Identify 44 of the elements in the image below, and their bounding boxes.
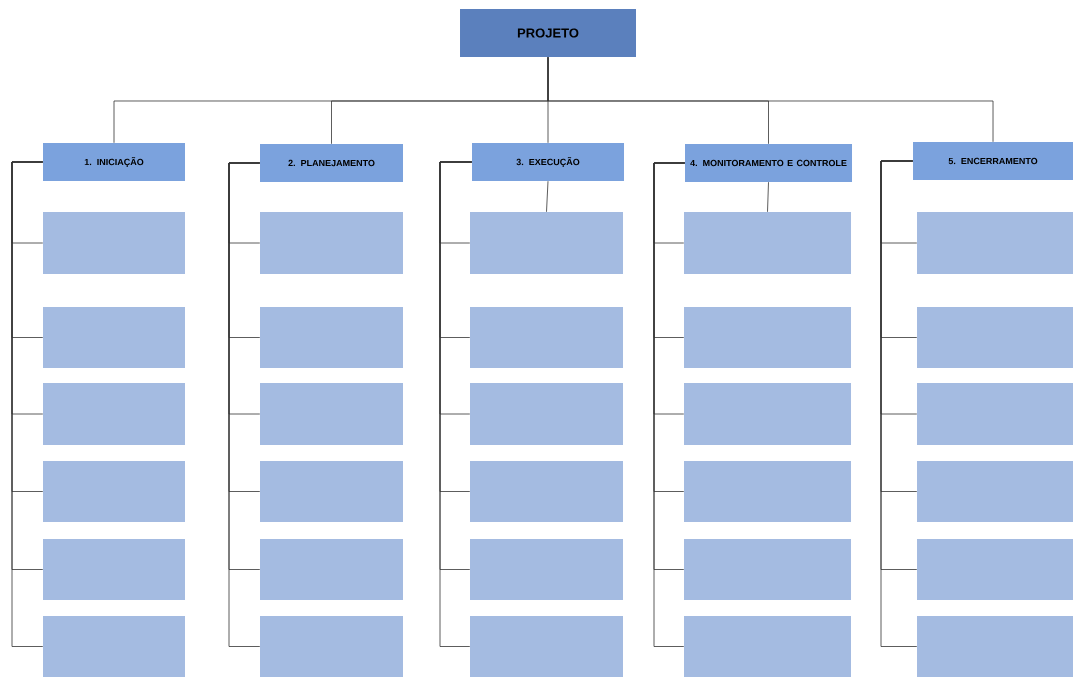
task-box bbox=[43, 539, 185, 600]
task-box bbox=[684, 307, 851, 368]
connector-line bbox=[880, 160, 918, 647]
task-box bbox=[470, 212, 623, 274]
connector-line bbox=[653, 162, 686, 647]
title-box: PROJETO bbox=[460, 9, 636, 57]
task-box bbox=[43, 307, 185, 368]
connector-line bbox=[547, 56, 994, 143]
connector-line bbox=[546, 180, 549, 213]
phase-box: 3. EXECUÇÃO bbox=[472, 143, 624, 181]
task-box bbox=[470, 616, 623, 677]
connector-line bbox=[11, 161, 44, 647]
task-box bbox=[470, 539, 623, 600]
task-box bbox=[684, 212, 851, 274]
task-box bbox=[43, 616, 185, 677]
task-box bbox=[917, 383, 1073, 445]
task-box bbox=[684, 539, 851, 600]
phase-box: 4. MONITORAMENTO E CONTROLE bbox=[685, 144, 852, 182]
task-box bbox=[260, 539, 403, 600]
phase-box: 5. ENCERRAMENTO bbox=[913, 142, 1073, 180]
task-box bbox=[470, 383, 623, 445]
task-box bbox=[470, 307, 623, 368]
task-box bbox=[260, 383, 403, 445]
task-box bbox=[43, 212, 185, 274]
task-box bbox=[684, 383, 851, 445]
task-box bbox=[917, 616, 1073, 677]
task-box bbox=[917, 539, 1073, 600]
task-box bbox=[260, 212, 403, 274]
connector-line bbox=[767, 181, 769, 213]
task-box bbox=[43, 461, 185, 522]
task-box bbox=[470, 461, 623, 522]
task-box bbox=[43, 383, 185, 445]
task-box bbox=[917, 212, 1073, 274]
task-box bbox=[917, 307, 1073, 368]
task-box bbox=[260, 461, 403, 522]
task-box bbox=[917, 461, 1073, 522]
connector-line bbox=[439, 161, 473, 647]
task-box bbox=[260, 616, 403, 677]
connector-line bbox=[228, 162, 261, 647]
phase-box: 2. PLANEJAMENTO bbox=[260, 144, 403, 182]
task-box bbox=[684, 461, 851, 522]
task-box bbox=[260, 307, 403, 368]
task-box bbox=[684, 616, 851, 677]
phase-box: 1. INICIAÇÃO bbox=[43, 143, 185, 181]
